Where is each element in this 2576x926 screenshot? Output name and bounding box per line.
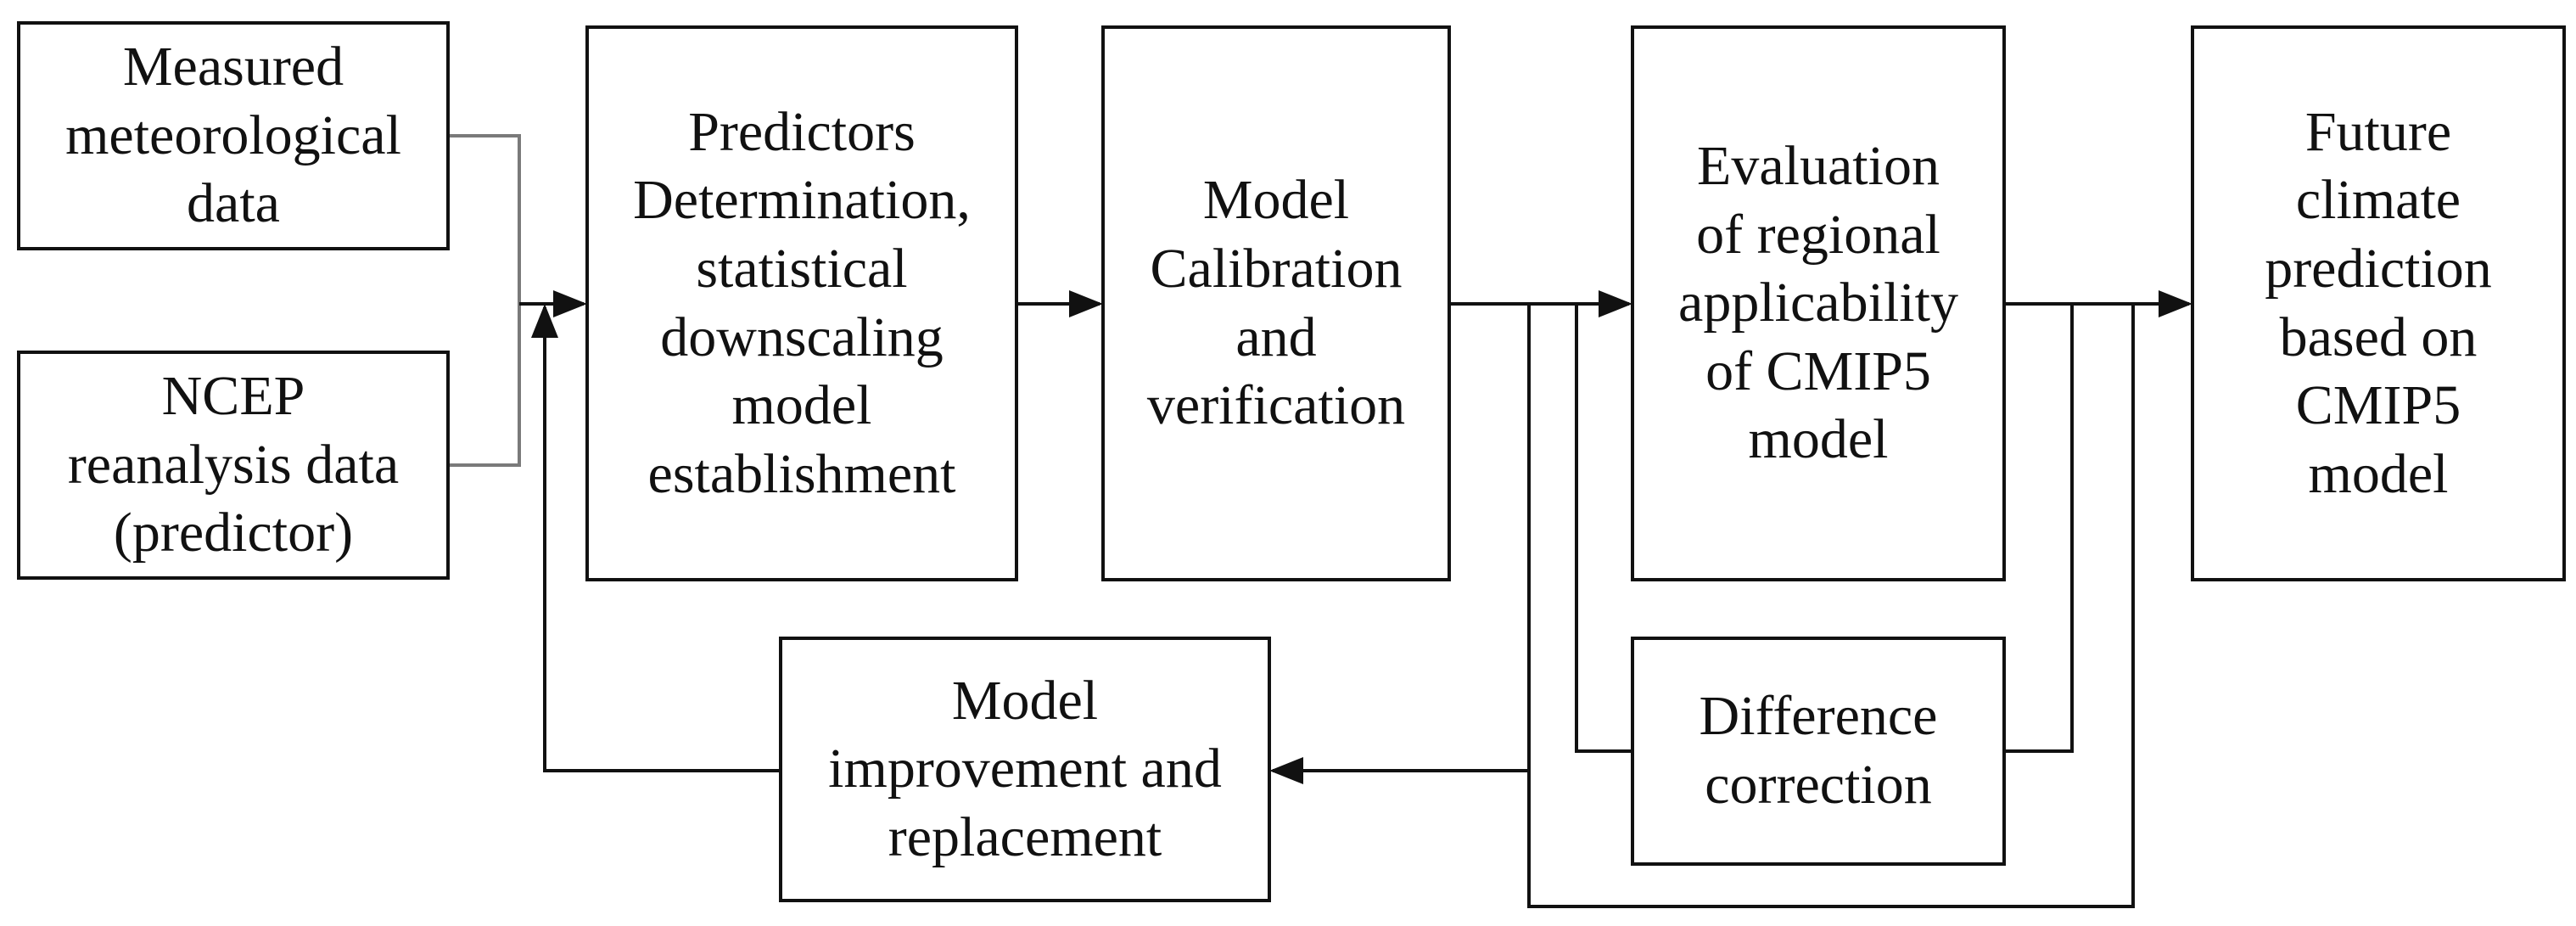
evaluation-line-4: of CMIP5 xyxy=(1705,340,1931,402)
arrow-feedback-up xyxy=(531,304,779,772)
future-prediction-box: Future climate prediction based on CMIP5… xyxy=(2191,25,2566,581)
ncep-data-box: NCEP reanalysis data (predictor) xyxy=(17,351,450,580)
predictors-line-5: model xyxy=(731,374,872,437)
future-line-1: Future xyxy=(2304,100,2452,163)
measured-data-box: Measured meteorological data xyxy=(17,21,450,250)
ncep-line-3: (predictor) xyxy=(113,502,354,564)
evaluation-line-5: model xyxy=(1748,408,1889,471)
measured-connector xyxy=(450,134,521,304)
improvement-box: Model improvement and replacement xyxy=(779,637,1271,902)
predictors-line-6: establishment xyxy=(647,442,956,505)
future-line-2: climate xyxy=(2295,169,2461,232)
future-line-5: CMIP5 xyxy=(2295,374,2461,437)
predictors-line-3: statistical xyxy=(696,237,908,300)
calibration-line-4: verification xyxy=(1146,374,1406,437)
calibration-line-1: Model xyxy=(1202,169,1350,232)
improvement-line-2: improvement and xyxy=(828,738,1222,800)
predictors-model-box: Predictors Determination, statistical do… xyxy=(585,25,1018,581)
calibration-line-3: and xyxy=(1235,306,1317,368)
calibration-line-2: Calibration xyxy=(1150,237,1403,300)
predictors-line-2: Determination, xyxy=(633,169,971,232)
correction-line-2: correction xyxy=(1705,754,1932,816)
future-line-4: based on xyxy=(2279,306,2478,368)
evaluation-line-3: applicability xyxy=(1678,272,1958,334)
correction-input-connector xyxy=(1575,304,1631,753)
ncep-line-1: NCEP xyxy=(161,365,305,428)
evaluation-line-1: Evaluation xyxy=(1697,135,1940,198)
difference-correction-box: Difference correction xyxy=(1631,637,2006,866)
measured-line-2: meteorological xyxy=(65,104,401,166)
correction-output-connector xyxy=(2006,304,2074,753)
evaluation-box: Evaluation of regional applicability of … xyxy=(1631,25,2006,581)
future-line-6: model xyxy=(2308,442,2449,505)
bypass-loop-connector xyxy=(1527,304,2135,908)
improvement-line-3: replacement xyxy=(888,805,1162,868)
predictors-line-1: Predictors xyxy=(688,100,916,163)
correction-line-1: Difference xyxy=(1699,685,1938,748)
evaluation-line-2: of regional xyxy=(1696,203,1940,266)
ncep-line-2: reanalysis data xyxy=(67,433,400,496)
calibration-box: Model Calibration and verification xyxy=(1101,25,1451,581)
future-line-3: prediction xyxy=(2265,237,2492,300)
improvement-line-1: Model xyxy=(951,669,1099,732)
measured-line-1: Measured xyxy=(122,36,344,98)
predictors-line-4: downscaling xyxy=(660,306,944,368)
measured-line-3: data xyxy=(187,172,280,235)
ncep-connector xyxy=(450,304,521,467)
